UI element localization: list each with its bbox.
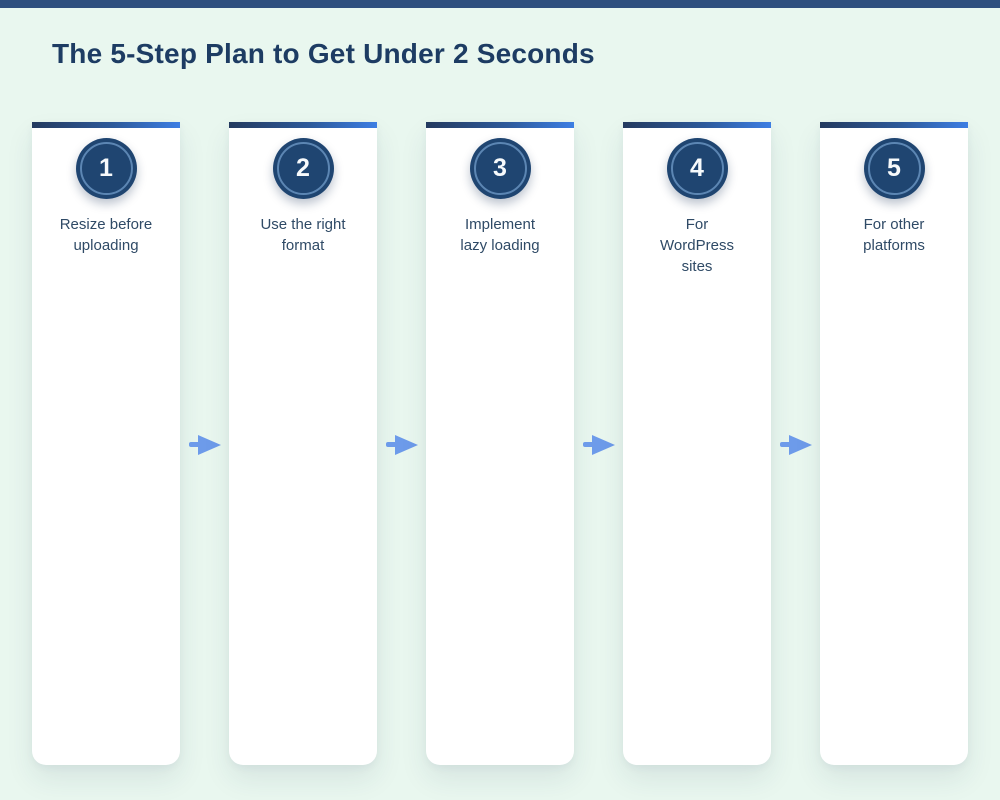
arrow-tail (779, 442, 794, 447)
step-label: For WordPress sites (660, 216, 734, 275)
arrow-tail (582, 442, 597, 447)
step-number: 4 (690, 154, 704, 182)
right-arrow-icon (779, 434, 812, 455)
step-number: 3 (493, 154, 507, 182)
arrow-head (591, 434, 615, 455)
card-accent-bar (623, 122, 771, 128)
card-accent-bar (426, 122, 574, 128)
right-arrow-icon (582, 434, 615, 455)
step-card-4: 4 For WordPress sites (623, 122, 771, 765)
arrow-head (788, 434, 812, 455)
step-label: Use the right format (260, 216, 346, 254)
card-accent-bar (32, 122, 180, 128)
step-label: For other platforms (863, 216, 925, 254)
steps-flow: 1 Resize before uploading 2 Use the righ… (32, 122, 968, 765)
step-number: 5 (887, 154, 901, 182)
right-arrow-icon (188, 434, 221, 455)
arrow-tail (385, 442, 400, 447)
step-number-badge: 2 (272, 138, 334, 199)
right-arrow-icon (385, 434, 418, 455)
step-number-badge: 5 (863, 138, 925, 199)
step-number: 1 (99, 154, 113, 182)
step-card-5: 5 For other platforms (820, 122, 968, 765)
step-card-2: 2 Use the right format (229, 122, 377, 765)
card-accent-bar (229, 122, 377, 128)
step-number-badge: 4 (666, 138, 728, 199)
arrow-head (197, 434, 221, 455)
page-title: The 5-Step Plan to Get Under 2 Seconds (52, 38, 595, 69)
step-label: Resize before uploading (59, 216, 153, 254)
step-number-badge: 1 (75, 138, 137, 199)
step-card-3: 3 Implement lazy loading (426, 122, 574, 765)
arrow-tail (188, 442, 203, 447)
step-number-badge: 3 (469, 138, 531, 199)
arrow-head (394, 434, 418, 455)
step-card-1: 1 Resize before uploading (32, 122, 180, 765)
card-accent-bar (820, 122, 968, 128)
step-label: Implement lazy loading (460, 216, 540, 254)
step-number: 2 (296, 154, 310, 182)
top-accent-strip (0, 0, 1000, 8)
